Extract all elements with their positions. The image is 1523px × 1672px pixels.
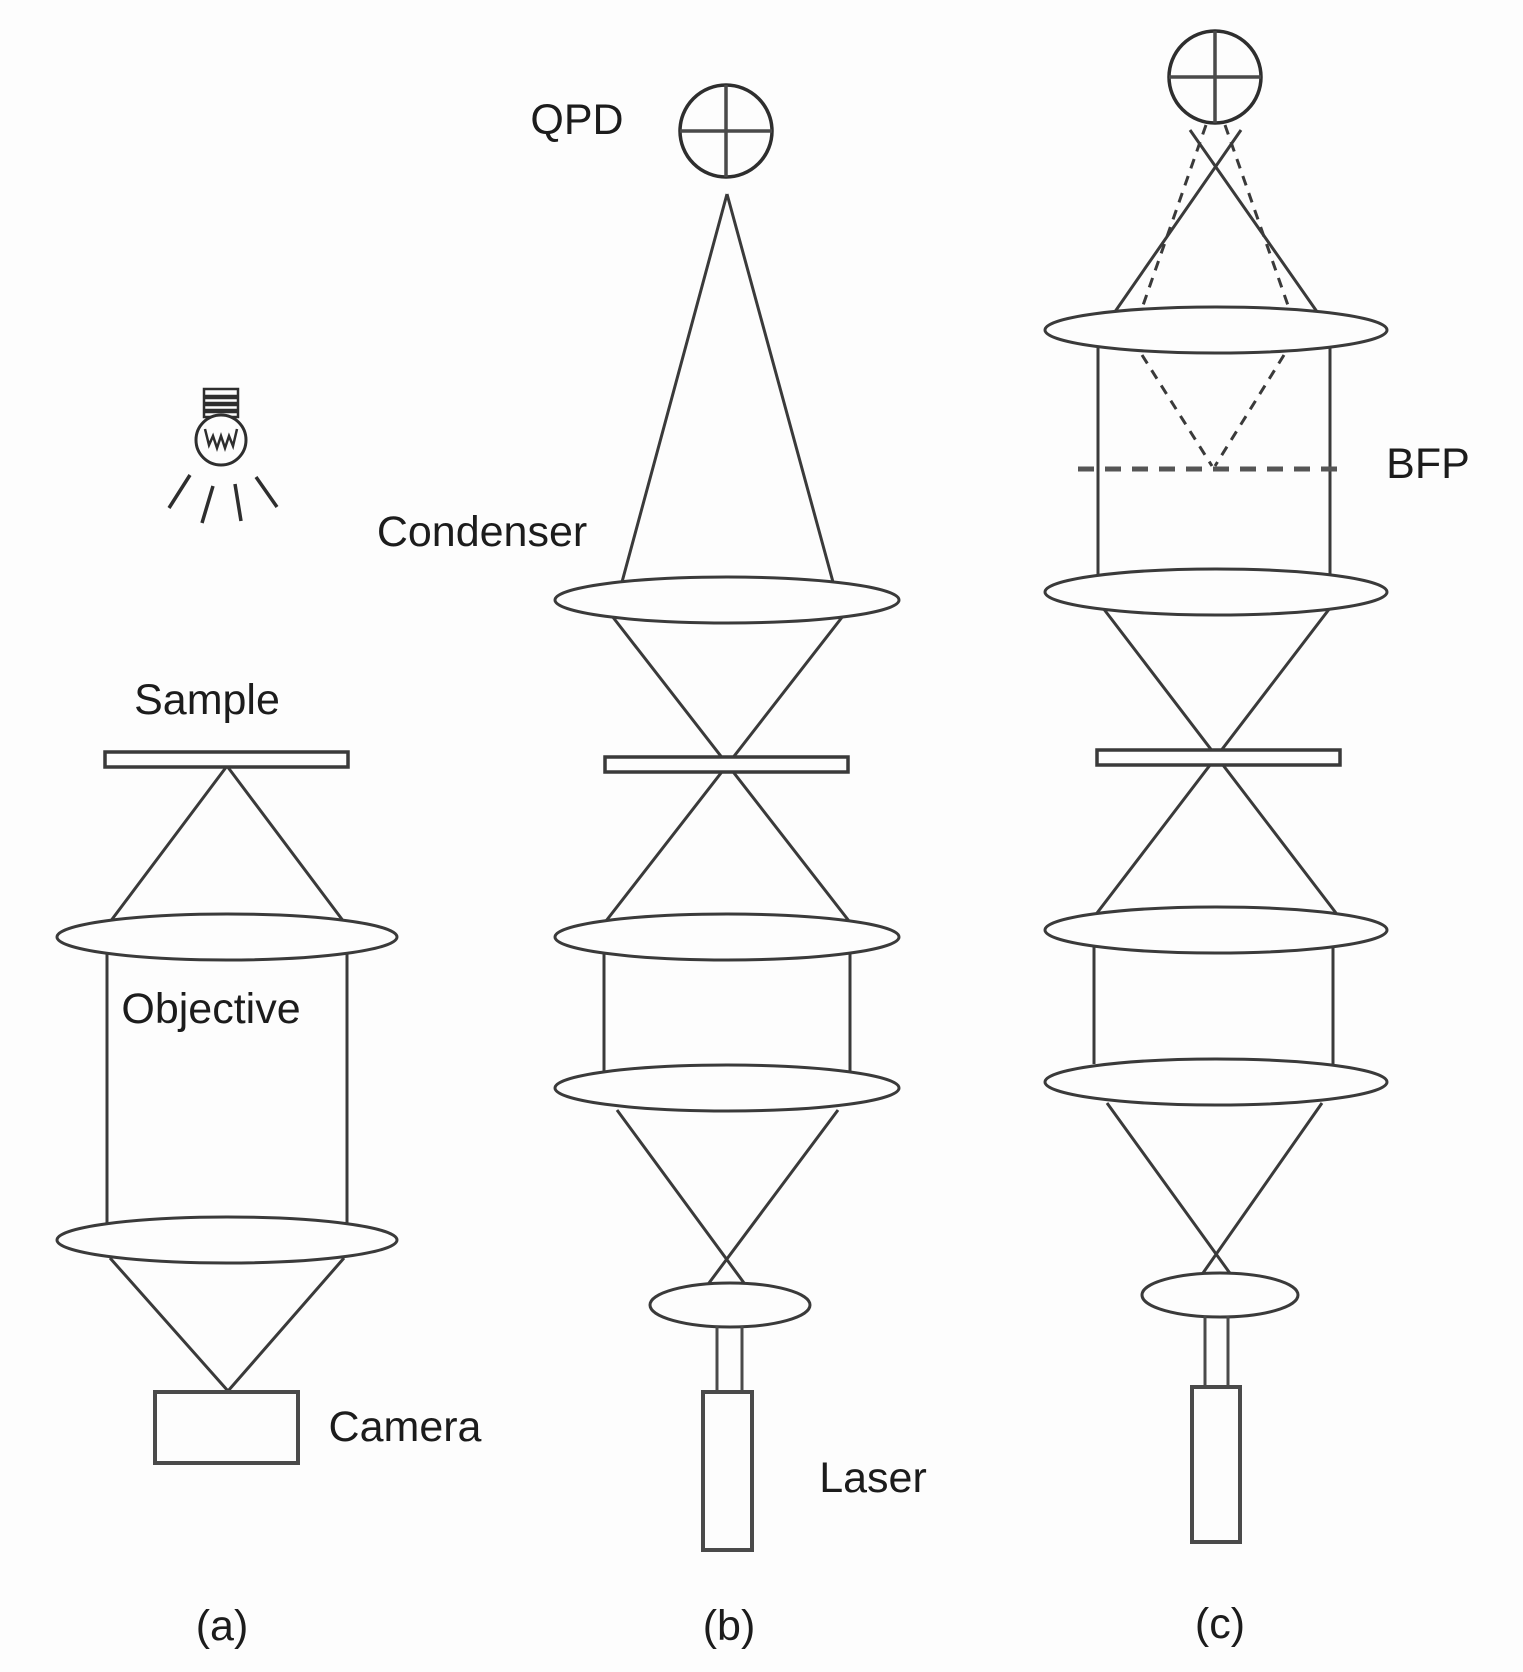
telescope-lens-b xyxy=(553,1063,901,1113)
qpd-detector-icon xyxy=(678,83,774,179)
beam-condenser-to-qpd xyxy=(620,193,835,583)
bfp-label: BFP xyxy=(1386,440,1470,488)
beam-bfp-converging-dashed xyxy=(1140,354,1286,467)
objective-lens-c xyxy=(1043,905,1389,955)
condenser-lens-c xyxy=(1043,567,1389,617)
qpd-label: QPD xyxy=(530,96,623,144)
panel-c: BFP (c) xyxy=(1043,29,1470,1648)
laser-box-c xyxy=(1190,1385,1242,1544)
condenser-lens xyxy=(553,575,901,625)
beam-relay-to-qpd-dashed xyxy=(1138,124,1293,315)
qpd-crosshair-b xyxy=(680,85,772,177)
lamp-filament xyxy=(203,428,239,452)
panel-a: Sample Objective Camera (a) xyxy=(55,387,482,1650)
beam-relay-to-qpd-solid xyxy=(1110,129,1322,317)
relay-lens-c xyxy=(1043,305,1389,355)
sample-slide-c xyxy=(1095,748,1342,767)
camera-box xyxy=(153,1390,300,1465)
laser-box-b xyxy=(701,1390,754,1552)
lamp-bulb xyxy=(194,413,248,467)
beam-collimated-a xyxy=(105,953,349,1226)
beam-cross-telescope-b xyxy=(615,1109,840,1288)
camera-label: Camera xyxy=(329,1403,482,1451)
laser-output-tube-c xyxy=(1203,1316,1230,1388)
sample-slide-a xyxy=(103,750,350,769)
laser-output-tube-b xyxy=(715,1326,744,1393)
telescope-lens-c xyxy=(1043,1057,1389,1107)
objective-lens-b xyxy=(553,912,901,962)
sample-slide-b xyxy=(603,755,850,774)
panel-b: QPD Condenser Laser (b) xyxy=(377,83,927,1650)
panel-a-caption: (a) xyxy=(196,1602,249,1650)
laser-label: Laser xyxy=(819,1454,927,1502)
beam-collimated-upper-c xyxy=(1096,348,1332,575)
beam-sample-to-objective-a xyxy=(108,765,346,923)
tube-lens-a xyxy=(55,1215,399,1265)
sample-label: Sample xyxy=(134,676,280,724)
panel-c-caption: (c) xyxy=(1195,1600,1245,1648)
lamp-base-threads xyxy=(204,394,238,414)
beam-to-camera-a xyxy=(108,1257,346,1392)
beam-collimated-lower-c xyxy=(1092,946,1335,1064)
objective-label: Objective xyxy=(121,985,300,1033)
condenser-label: Condenser xyxy=(377,508,587,556)
beam-collimated-b xyxy=(602,952,852,1078)
objective-lens-a xyxy=(55,912,399,962)
qpd-crosshair-c xyxy=(1169,31,1261,123)
collimating-lens-b xyxy=(648,1281,812,1329)
panel-b-caption: (b) xyxy=(703,1602,756,1650)
lamp-rays xyxy=(167,474,279,524)
beam-cross-telescope-c xyxy=(1105,1102,1324,1284)
qpd-detector-icon-c xyxy=(1167,29,1263,125)
lamp-icon xyxy=(167,387,279,524)
collimating-lens-c xyxy=(1140,1271,1300,1319)
